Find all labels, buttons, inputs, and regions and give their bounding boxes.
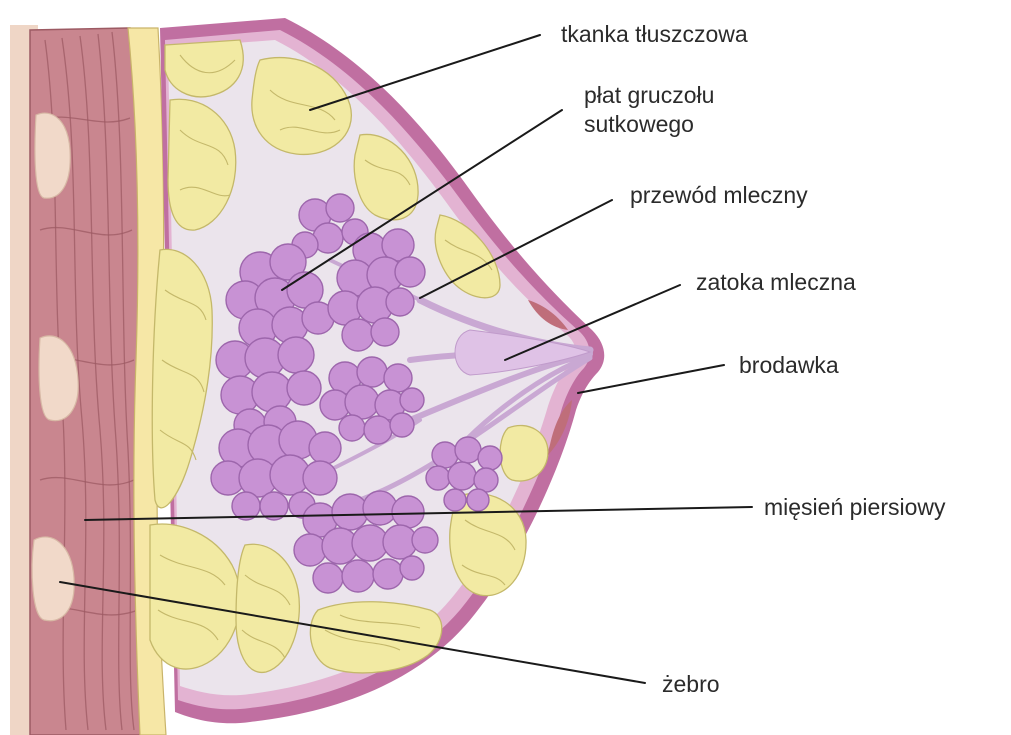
label-gland-lobe-line1: płat gruczołu bbox=[584, 82, 714, 108]
labels: tkanka tłuszczowa płat gruczołu sutkoweg… bbox=[561, 21, 946, 697]
label-nipple: brodawka bbox=[739, 352, 839, 378]
label-rib: żebro bbox=[662, 671, 720, 697]
label-fat-tissue: tkanka tłuszczowa bbox=[561, 21, 748, 47]
label-gland-lobe-line2: sutkowego bbox=[584, 111, 694, 137]
lobule-cluster-lower-middle bbox=[294, 491, 438, 593]
label-pectoral-muscle: mięsień piersiowy bbox=[764, 494, 946, 520]
label-milk-sinus: zatoka mleczna bbox=[696, 269, 856, 295]
label-milk-duct: przewód mleczny bbox=[630, 182, 808, 208]
